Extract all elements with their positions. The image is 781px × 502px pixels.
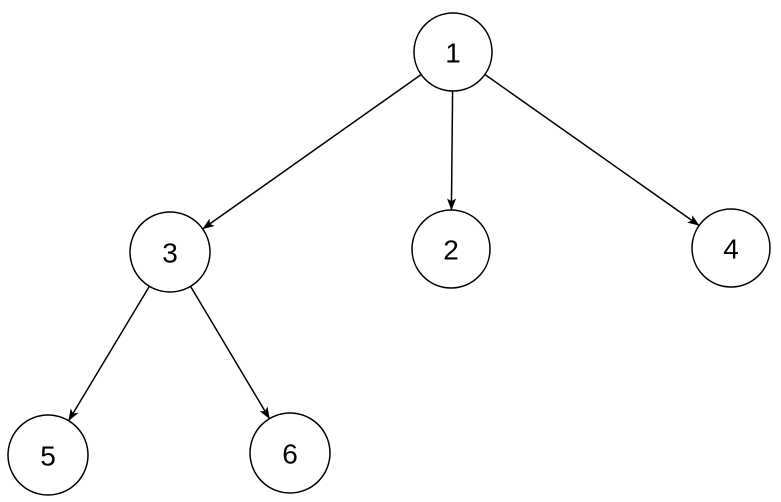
node-circle-5: [7, 414, 89, 496]
edge-1-to-4: [484, 73, 700, 227]
tree-node-4: 4: [691, 208, 771, 288]
edge-3-to-5: [67, 285, 151, 422]
tree-node-2: 2: [411, 209, 491, 289]
nodes-layer: 1 2 3 4 5 6: [7, 12, 771, 496]
edge-3-to-6: [189, 285, 271, 420]
node-label-4: 4: [723, 234, 739, 265]
edges-layer: [67, 73, 700, 422]
node-label-3: 3: [162, 238, 178, 269]
node-circle-1: [413, 12, 493, 92]
node-circle-4: [691, 208, 771, 288]
node-label-5: 5: [40, 441, 56, 472]
tree-node-5: 5: [7, 414, 89, 496]
node-circle-3: [129, 211, 211, 293]
tree-node-6: 6: [249, 412, 331, 494]
node-label-1: 1: [445, 38, 461, 69]
node-label-6: 6: [282, 439, 298, 470]
node-circle-6: [249, 412, 331, 494]
node-circle-2: [411, 209, 491, 289]
edge-1-to-3: [202, 73, 422, 230]
edge-1-to-2: [447, 90, 457, 211]
tree-node-3: 3: [129, 211, 211, 293]
node-label-2: 2: [443, 235, 459, 266]
tree-node-1: 1: [413, 12, 493, 92]
